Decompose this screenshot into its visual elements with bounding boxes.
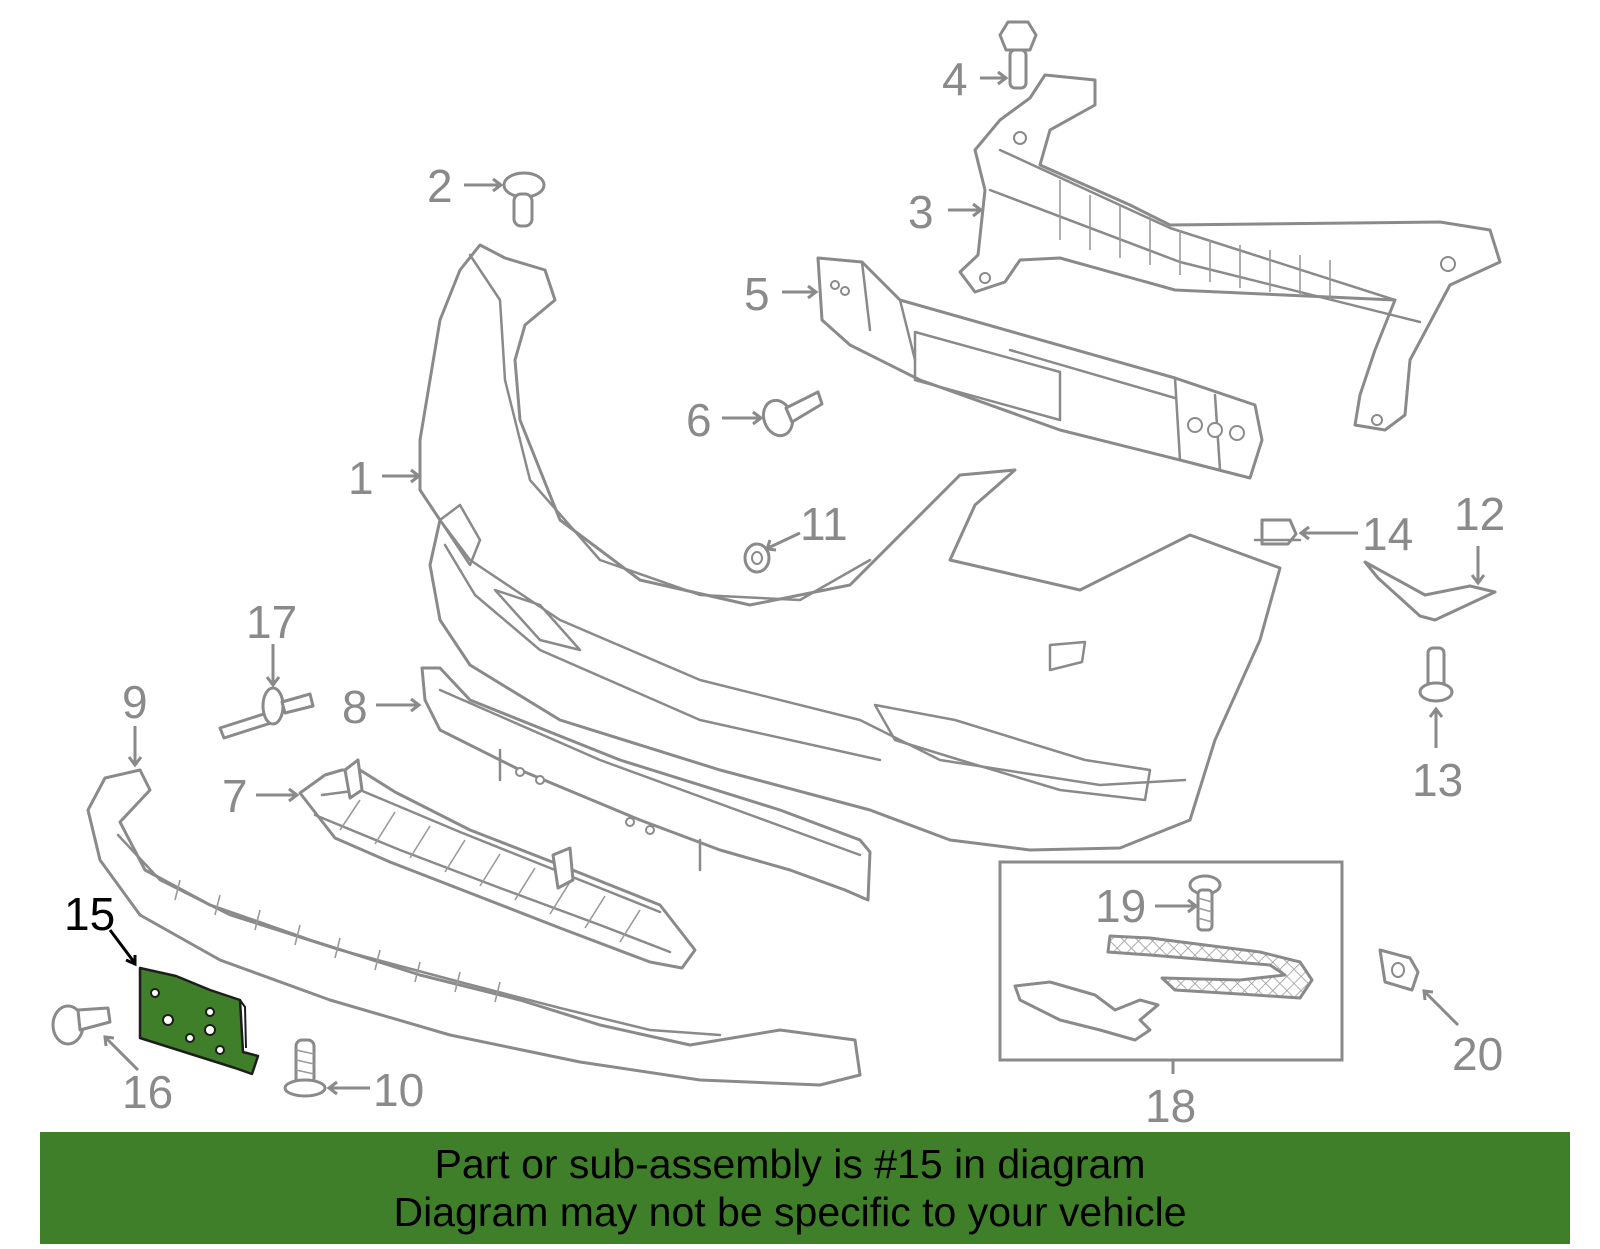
part-12-seal-strip: [1363, 560, 1497, 622]
callout-14: 14: [1362, 508, 1413, 560]
callout-9: 9: [122, 676, 148, 728]
part-1-bumper-cover: [418, 243, 1282, 852]
callout-13: 13: [1412, 754, 1463, 806]
part-15-license-plate-bracket: [138, 966, 260, 1076]
banner-disclaimer: Diagram may not be specific to your vehi…: [393, 1189, 1187, 1235]
part-19-screw: [1188, 874, 1222, 932]
callout-1: 1: [348, 452, 374, 504]
callout-16: 16: [122, 1066, 173, 1118]
part-5-energy-absorber: [816, 256, 1264, 480]
callout-5: 5: [744, 268, 770, 320]
part-11-grommet: [743, 542, 771, 574]
banner-part-note: Part or sub-assembly is #15 in diagram: [434, 1141, 1146, 1187]
callout-12: 12: [1454, 488, 1505, 540]
callout-2: 2: [427, 160, 453, 212]
part-16-push-pin: [51, 1004, 112, 1046]
leader-lines: [103, 70, 1486, 1096]
callout-labels: 1 2 3 4 5 6 7 8 9 10 11 12 13 14 15 16 1…: [64, 53, 1505, 1130]
callout-7: 7: [222, 770, 248, 822]
part-2-push-pin: [502, 171, 546, 228]
info-banner: Part or sub-assembly is #15 in diagram D…: [40, 1132, 1570, 1244]
callout-10: 10: [373, 1064, 424, 1116]
part-10-bolt: [283, 1038, 327, 1098]
callout-8: 8: [342, 681, 368, 733]
part-6-push-pin: [761, 390, 824, 438]
part-7-lower-grille: [298, 758, 697, 970]
part-9-lower-spoiler: [86, 768, 862, 1087]
callout-4: 4: [942, 53, 968, 105]
callout-19: 19: [1095, 880, 1146, 932]
part-20-nut-clip: [1378, 948, 1420, 992]
callout-20: 20: [1452, 1028, 1503, 1080]
part-3-upper-support: [958, 73, 1502, 432]
part-4-bolt: [998, 20, 1038, 90]
callout-15: 15: [64, 888, 115, 940]
callout-17: 17: [246, 596, 297, 648]
callout-18: 18: [1145, 1080, 1196, 1130]
callout-6: 6: [686, 394, 712, 446]
part-13-bolt: [1418, 646, 1454, 703]
part-8-center-support: [420, 666, 872, 902]
part-14-clip: [1253, 518, 1302, 546]
callout-11: 11: [800, 498, 848, 550]
callout-3: 3: [908, 186, 934, 238]
parts-diagram: 1 2 3 4 5 6 7 8 9 10 11 12 13 14 15 16 1…: [51, 20, 1505, 1130]
part-18-bezel-kit: [998, 860, 1344, 1074]
part-17-stud: [218, 686, 315, 740]
